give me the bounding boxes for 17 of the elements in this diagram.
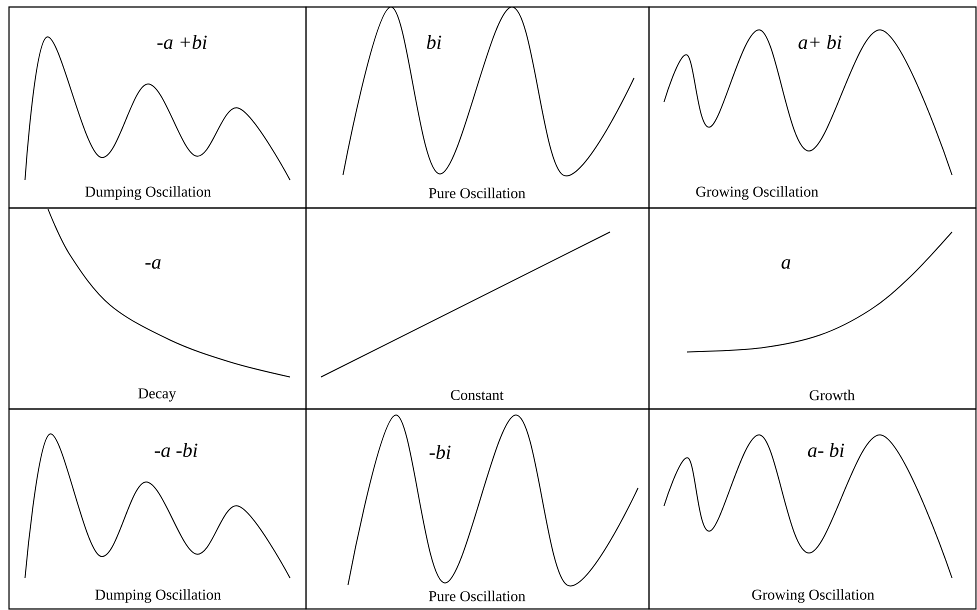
cell-label: Growing Oscillation: [752, 589, 874, 603]
formula-label: -a: [145, 259, 161, 269]
cell-label: Pure Oscillation: [428, 590, 526, 602]
cell-label: Decay: [138, 388, 176, 402]
formula-label: -bi: [430, 444, 451, 460]
formula-label: a: [782, 259, 790, 269]
formula-label: a- bi: [808, 442, 844, 458]
cell-label: Dumping Oscillation: [85, 186, 211, 200]
formula-label: bi: [426, 34, 442, 50]
cell-label: Growing Oscillation: [696, 186, 818, 200]
cell-label: Dumping Oscillation: [95, 589, 221, 603]
formula-label: -a +bi: [157, 34, 207, 50]
cell-label: Constant: [450, 390, 504, 400]
cell-label: Growth: [810, 390, 855, 400]
formula-label: a+ bi: [798, 34, 842, 50]
formula-label: -a -bi: [154, 442, 198, 458]
cell-label: Pure Oscillation: [428, 188, 526, 198]
